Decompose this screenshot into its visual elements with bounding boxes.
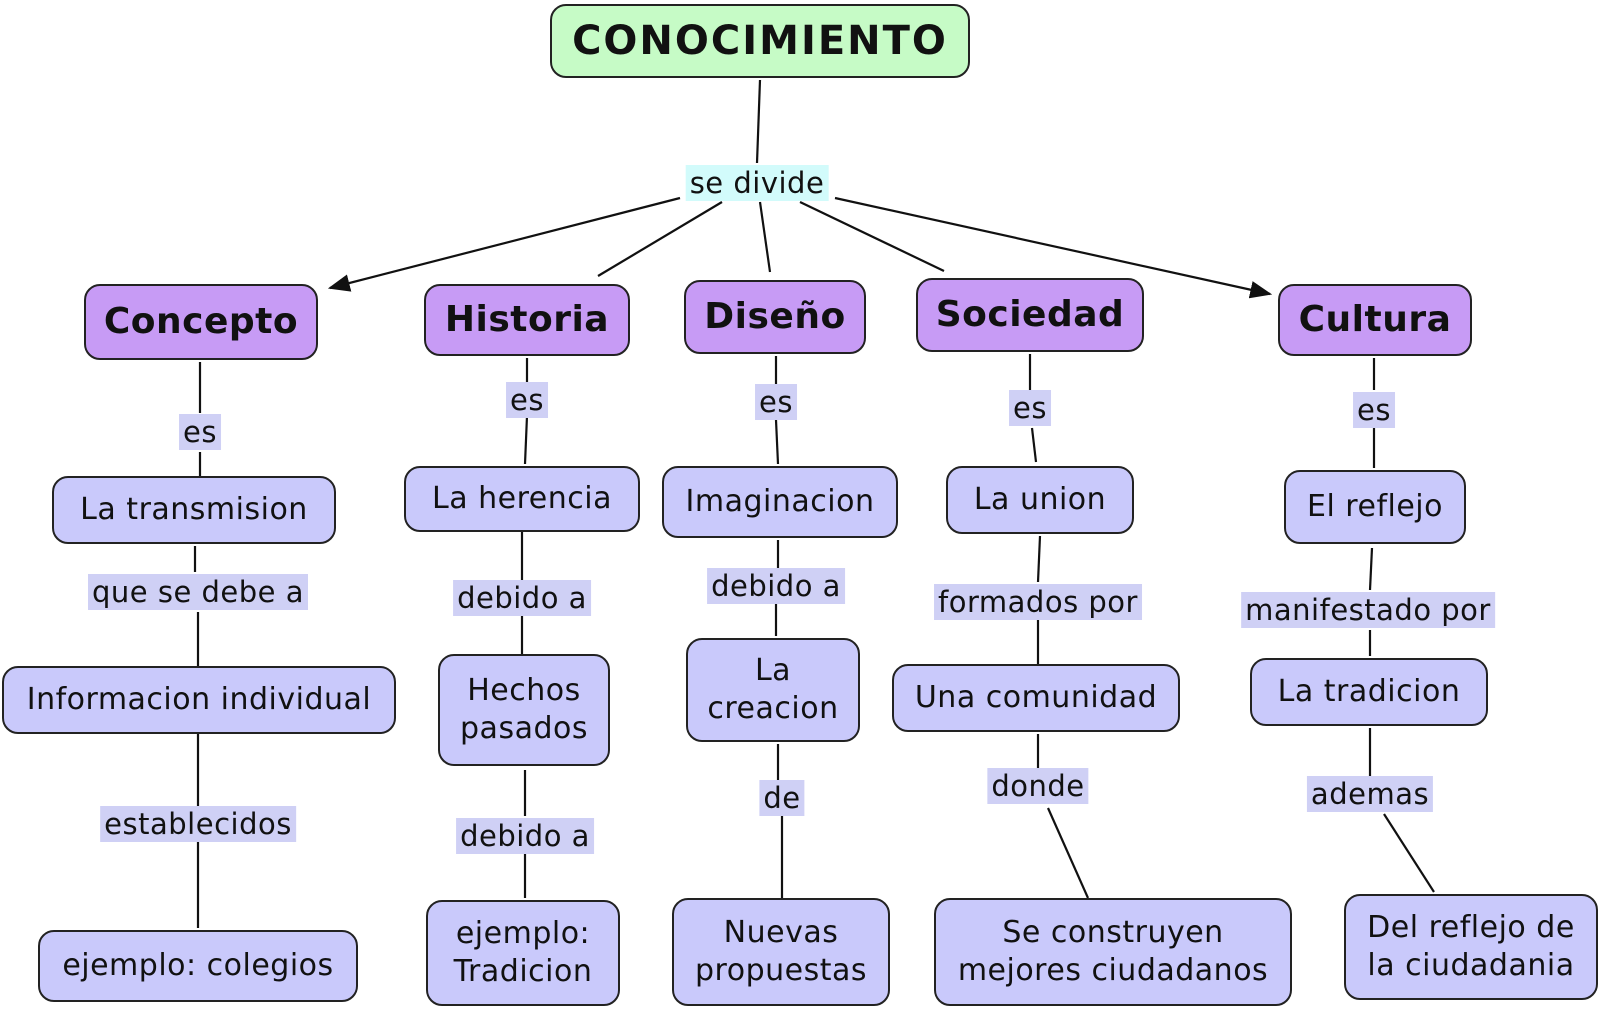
concept-label-line-2: mejores ciudadanos	[957, 953, 1269, 988]
concept-label-line-1: Se construyen	[1002, 915, 1224, 950]
category-label: Sociedad	[935, 294, 1125, 335]
concept-label-line-1: La	[754, 653, 792, 688]
link-label-text: es	[510, 383, 544, 417]
concept-la-tradicion: La tradicion	[1250, 658, 1488, 726]
connector-cultura-3	[1368, 547, 1374, 591]
connector-historia	[597, 201, 723, 277]
connector-cultura-6	[1383, 813, 1435, 893]
concept-imaginacion: Imaginacion	[662, 466, 898, 538]
link-label-text: es	[1357, 393, 1391, 427]
concept-hechos-pasados: Hechos pasados	[438, 654, 610, 766]
link-label-text: es	[183, 415, 217, 449]
connector-arrow-cultura	[834, 196, 1273, 299]
link-label-formados-por: formados por	[934, 584, 1142, 620]
link-label-text: formados por	[938, 585, 1138, 619]
concept-la-union: La union	[946, 466, 1134, 534]
connector-sociedad	[799, 201, 945, 272]
concept-se-construyen-mejores-ciudadanos: Se construyen mejores ciudadanos	[934, 898, 1292, 1006]
link-label-text: que se debe a	[91, 575, 305, 609]
link-label-donde: donde	[987, 768, 1089, 804]
connector-diseno	[758, 201, 772, 273]
category-sociedad: Sociedad	[916, 278, 1144, 352]
concept-label: Imaginacion	[685, 484, 875, 519]
concept-informacion-individual: Informacion individual	[2, 666, 396, 734]
link-label-ademas: ademas	[1306, 776, 1434, 812]
link-label-historia-debido-a-2: debido a	[456, 818, 594, 854]
link-label-historia-es: es	[506, 382, 548, 418]
concept-ejemplo-colegios: ejemplo: colegios	[38, 930, 358, 1002]
connector-historia-2	[523, 415, 529, 465]
link-label-se-divide: se divide	[685, 165, 829, 201]
link-label-diseno-es: es	[755, 384, 797, 420]
link-label-sociedad-es: es	[1009, 390, 1051, 426]
link-label-cultura-es: es	[1353, 392, 1395, 428]
concept-label-line-1: ejemplo:	[455, 916, 591, 951]
concept-label-line-1: Hechos	[467, 673, 581, 708]
concept-label-line-1: Del reflejo de	[1367, 910, 1575, 945]
concept-label: Informacion individual	[26, 682, 372, 717]
link-label-text: donde	[991, 769, 1085, 803]
concept-label: El reflejo	[1306, 489, 1443, 524]
connector-arrow-concepto	[327, 196, 681, 292]
concept-label: La herencia	[432, 481, 612, 516]
connector-root	[755, 79, 762, 164]
link-label-text: se divide	[689, 166, 825, 200]
link-label-text: es	[1013, 391, 1047, 425]
concept-una-comunidad: Una comunidad	[892, 664, 1180, 732]
connector-sociedad-6	[1046, 807, 1090, 899]
category-concepto: Concepto	[84, 284, 318, 360]
link-label-text: debido a	[457, 581, 587, 615]
connector-diseno-2	[774, 419, 780, 465]
link-label-manifestado-por: manifestado por	[1241, 592, 1495, 628]
concept-la-transmision: La transmision	[52, 476, 336, 544]
link-label-text: debido a	[711, 569, 841, 603]
category-cultura: Cultura	[1278, 284, 1472, 356]
link-label-text: de	[763, 781, 801, 815]
category-historia: Historia	[424, 284, 630, 356]
concept-label: La transmision	[80, 492, 308, 527]
concept-label: ejemplo: colegios	[62, 948, 334, 983]
concept-nuevas-propuestas: Nuevas propuestas	[672, 898, 890, 1006]
link-label-text: es	[759, 385, 793, 419]
concept-la-herencia: La herencia	[404, 466, 640, 532]
link-label-historia-debido-a-1: debido a	[453, 580, 591, 616]
connector-sociedad-3	[1036, 535, 1042, 583]
concept-label-line-2: propuestas	[695, 953, 867, 988]
link-label-text: establecidos	[104, 807, 292, 841]
link-label-concepto-es: es	[179, 414, 221, 450]
concept-label: La tradicion	[1277, 674, 1461, 709]
connector-sociedad-2	[1030, 427, 1038, 463]
concept-ejemplo-tradicion: ejemplo: Tradicion	[426, 900, 620, 1006]
link-label-establecidos: establecidos	[100, 806, 296, 842]
concept-label-line-2: Tradicion	[453, 954, 593, 989]
concept-del-reflejo-de-la-ciudadania: Del reflejo de la ciudadania	[1344, 894, 1598, 1000]
category-label: Cultura	[1298, 299, 1452, 340]
concept-la-creacion: La creacion	[686, 638, 860, 742]
link-label-diseno-debido-a: debido a	[707, 568, 845, 604]
link-label-de: de	[759, 780, 805, 816]
concept-label: La union	[973, 482, 1107, 517]
category-label: Concepto	[103, 301, 299, 342]
concept-label-line-2: la ciudadania	[1367, 948, 1575, 983]
root-node-label: CONOCIMIENTO	[572, 18, 948, 64]
concept-el-reflejo: El reflejo	[1284, 470, 1466, 544]
link-label-que-se-debe-a: que se debe a	[87, 574, 309, 610]
link-label-text: debido a	[460, 819, 590, 853]
root-node: CONOCIMIENTO	[550, 4, 970, 78]
link-label-text: ademas	[1310, 777, 1430, 811]
category-label: Diseño	[704, 296, 846, 337]
concept-label-line-1: Nuevas	[723, 915, 839, 950]
link-label-text: manifestado por	[1245, 593, 1491, 627]
category-diseno: Diseño	[684, 280, 866, 354]
concept-label-line-2: creacion	[707, 691, 839, 726]
concept-label: Una comunidad	[914, 680, 1158, 715]
concept-label-line-2: pasados	[460, 711, 588, 746]
category-label: Historia	[444, 299, 610, 340]
